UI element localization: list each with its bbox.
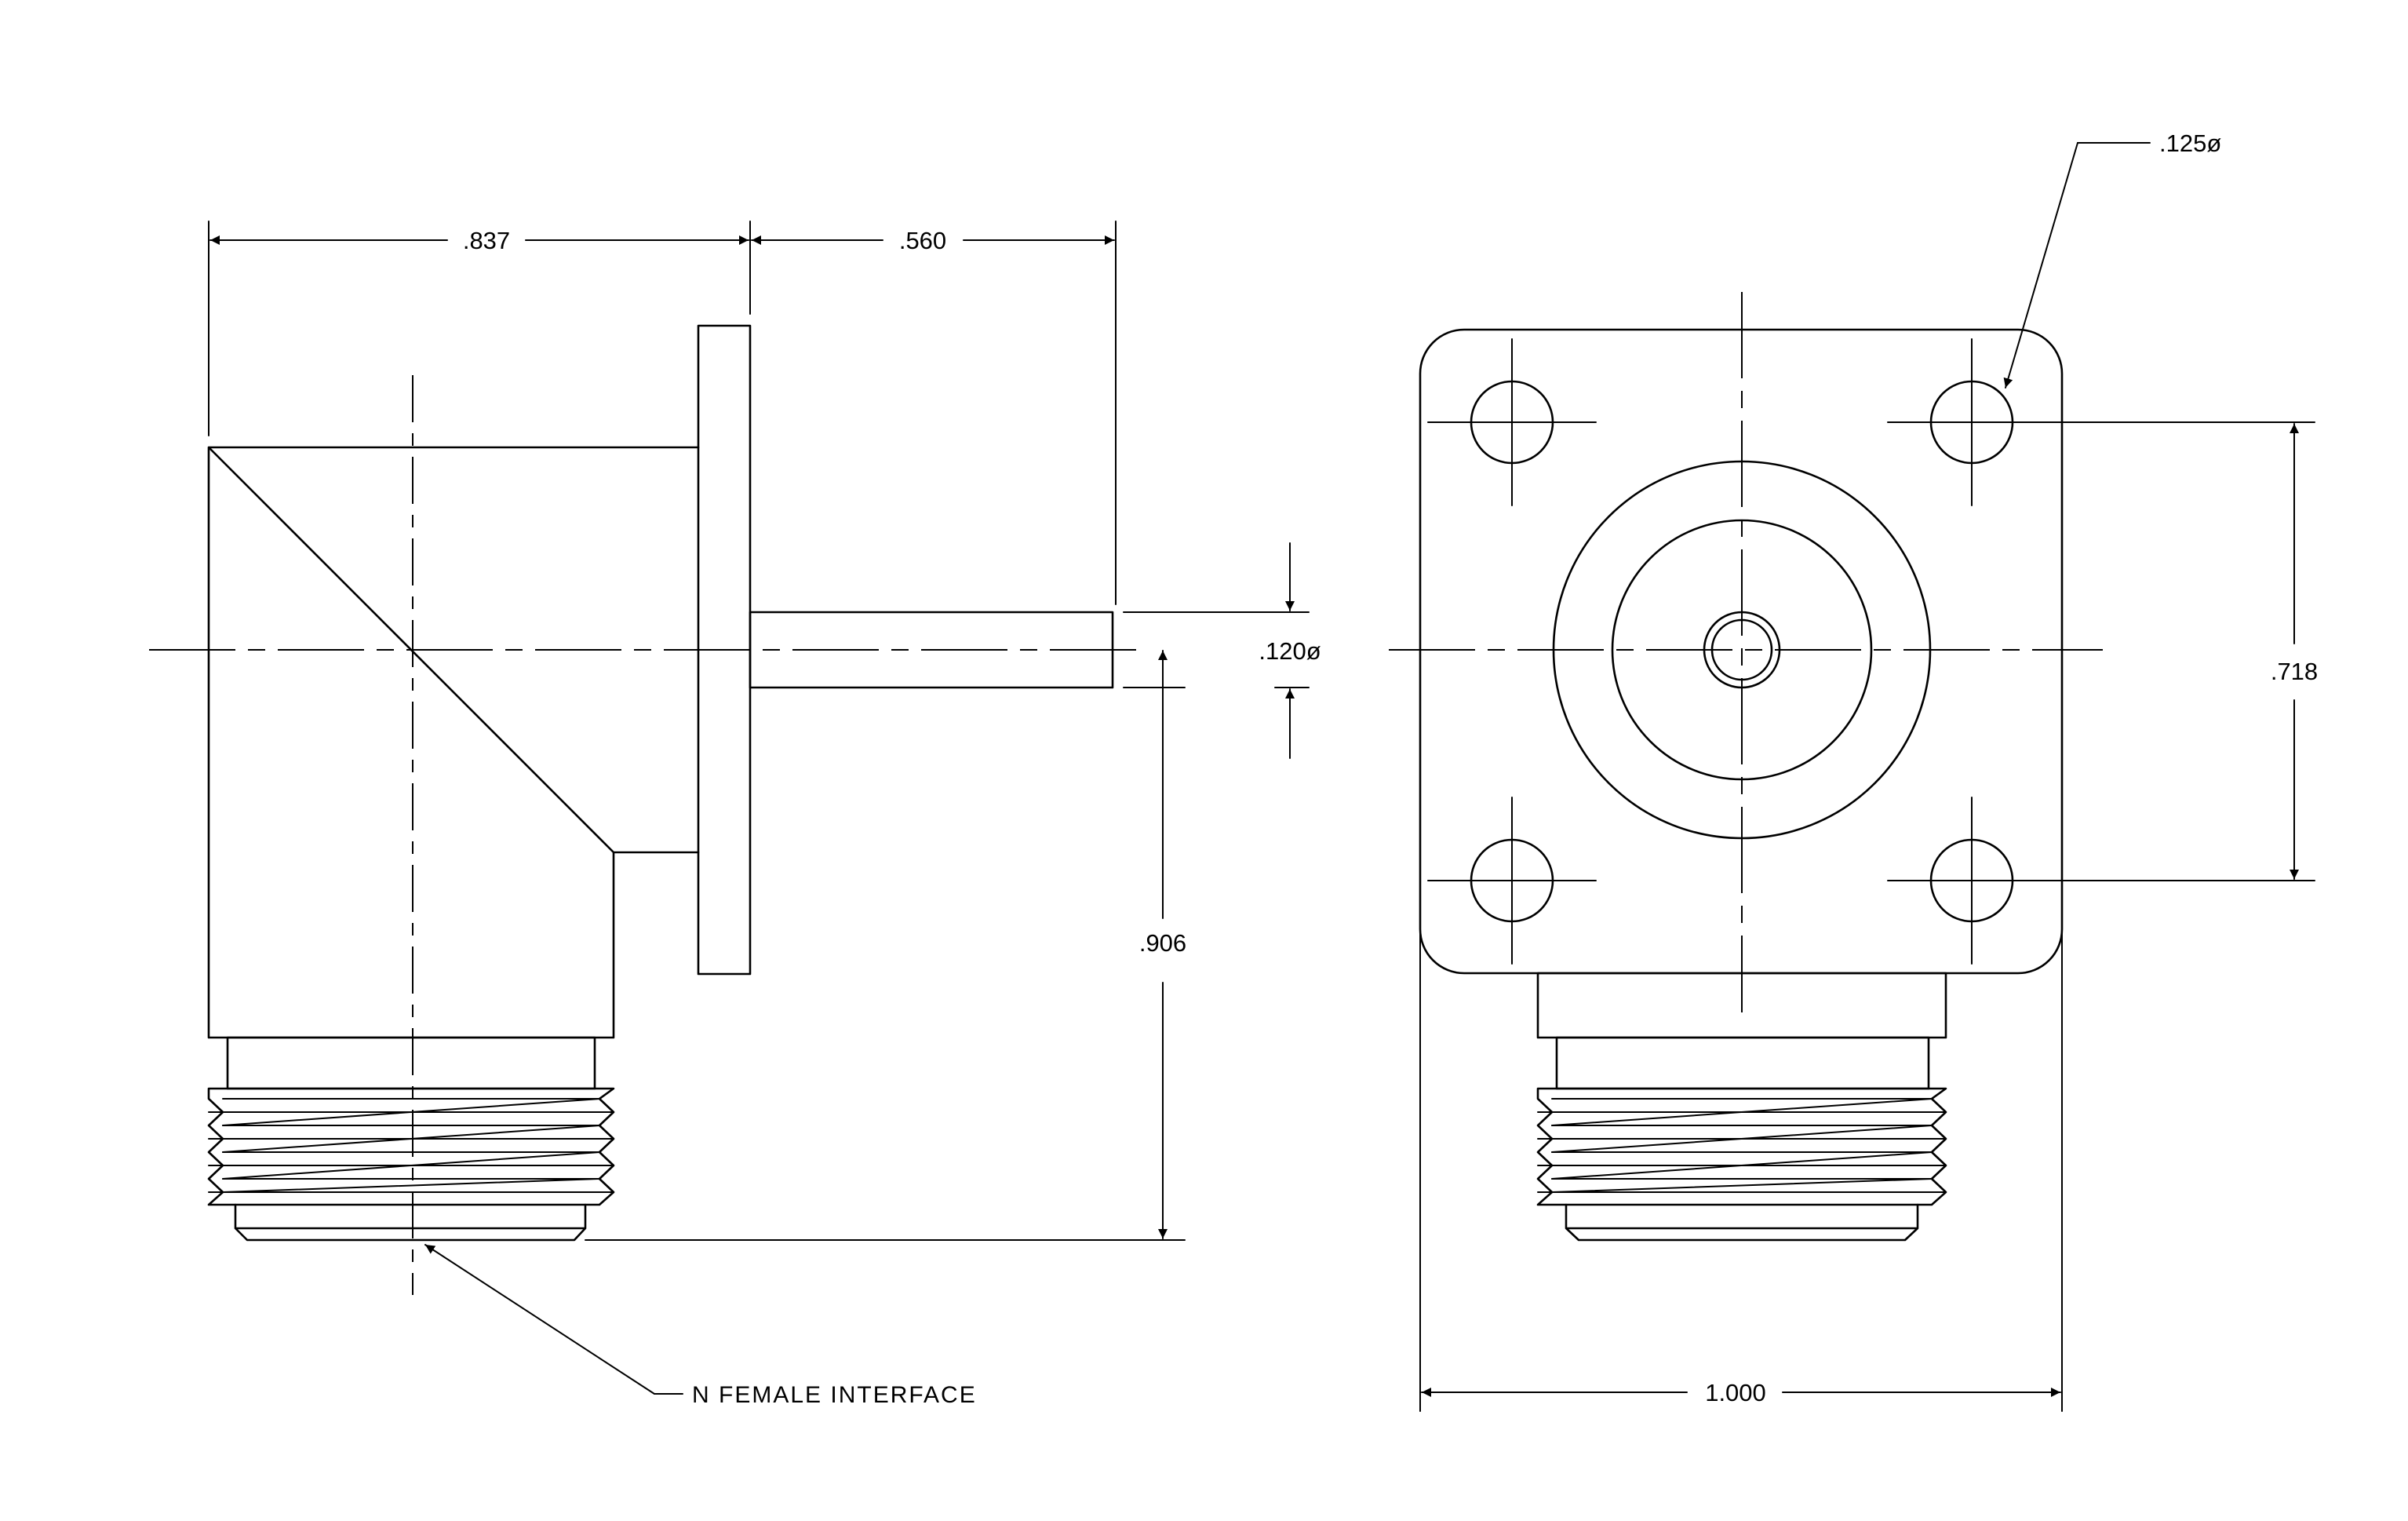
front-coupling <box>1555 1036 1930 1090</box>
side-body-outline <box>207 446 700 1039</box>
dim-pin-length: .560 <box>899 227 946 254</box>
hole-crosshairs <box>1427 338 2056 965</box>
front-tip <box>1565 1203 1919 1242</box>
dim-pin-diameter: .120ø <box>1259 637 1321 665</box>
side-view <box>149 324 1138 1295</box>
front-dimensions: .125ø .718 1.000 <box>1419 129 2318 1412</box>
dim-pin-height: .906 <box>1139 929 1186 957</box>
front-view <box>1389 292 2103 1242</box>
dim-flange-width: 1.000 <box>1705 1379 1766 1406</box>
dim-body-length: .837 <box>463 227 510 254</box>
side-tip <box>234 1203 587 1242</box>
interface-label: N FEMALE INTERFACE <box>692 1382 977 1408</box>
side-neck <box>226 1036 596 1090</box>
side-threads <box>207 1087 615 1206</box>
side-dimensions: .837 .560 .120ø .906 <box>208 221 1321 1241</box>
dim-hole-spacing: .718 <box>2271 658 2318 685</box>
interface-note: N FEMALE INTERFACE <box>424 1244 977 1408</box>
dim-hole-diameter: .125ø <box>2159 129 2221 157</box>
front-threads <box>1536 1087 1947 1206</box>
